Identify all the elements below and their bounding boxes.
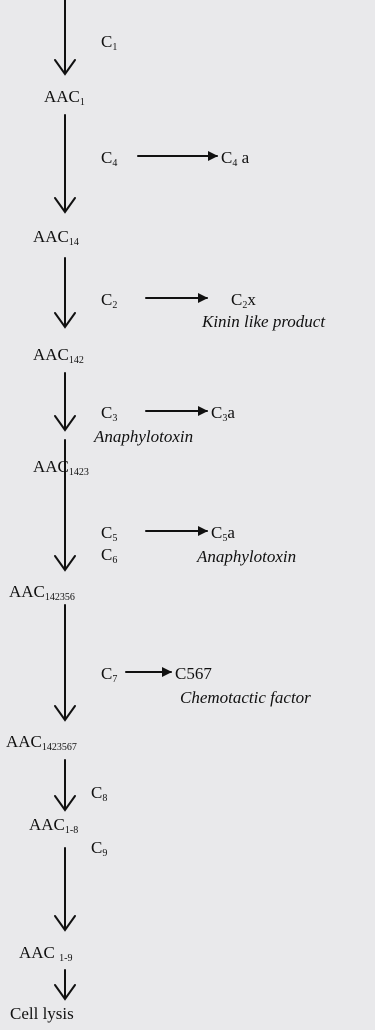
component-label: C1 — [101, 32, 118, 53]
down-arrow-6 — [54, 604, 76, 722]
down-arrow-9 — [54, 969, 76, 1001]
component-label: C9 — [91, 838, 108, 859]
component-label: C8 — [91, 783, 108, 804]
node-label: AAC142 — [33, 345, 84, 366]
node-label: AAC1423 — [33, 457, 89, 478]
node-label: AAC 1-9 — [19, 943, 73, 964]
component-label: C5 — [101, 523, 118, 544]
annotation-anaphylotoxin: Anaphylotoxin — [94, 427, 194, 446]
component-label: C7 — [101, 664, 118, 685]
node-label: AAC1423567 — [6, 732, 77, 753]
node-label-cell-lysis: Cell lysis — [10, 1004, 74, 1023]
product-label: C3a — [211, 403, 235, 424]
down-arrow-7 — [54, 759, 76, 812]
node-label: AAC1 — [44, 87, 85, 108]
down-arrow-3 — [54, 257, 76, 329]
product-label: C2x — [231, 290, 256, 311]
component-label: C6 — [101, 545, 118, 566]
down-arrow-8 — [54, 847, 76, 932]
component-label: C3 — [101, 403, 118, 424]
component-label: C4 — [101, 148, 118, 169]
product-label: C4 a — [221, 148, 250, 169]
product-label: C567 — [175, 664, 212, 683]
component-label: C2 — [101, 290, 118, 311]
node-label: AAC14 — [33, 227, 79, 248]
down-arrow-4 — [54, 372, 76, 432]
annotation-anaphylotoxin: Anaphylotoxin — [197, 547, 297, 566]
node-label: AAC142356 — [9, 582, 75, 603]
down-arrow-5 — [54, 439, 76, 572]
node-label: AAC1-8 — [29, 815, 79, 836]
product-label: C5a — [211, 523, 235, 544]
down-arrow-1 — [54, 0, 76, 76]
annotation-kinin: Kinin like product — [202, 312, 326, 331]
down-arrow-2 — [54, 114, 76, 214]
annotation-chemotactic: Chemotactic factor — [180, 688, 311, 707]
